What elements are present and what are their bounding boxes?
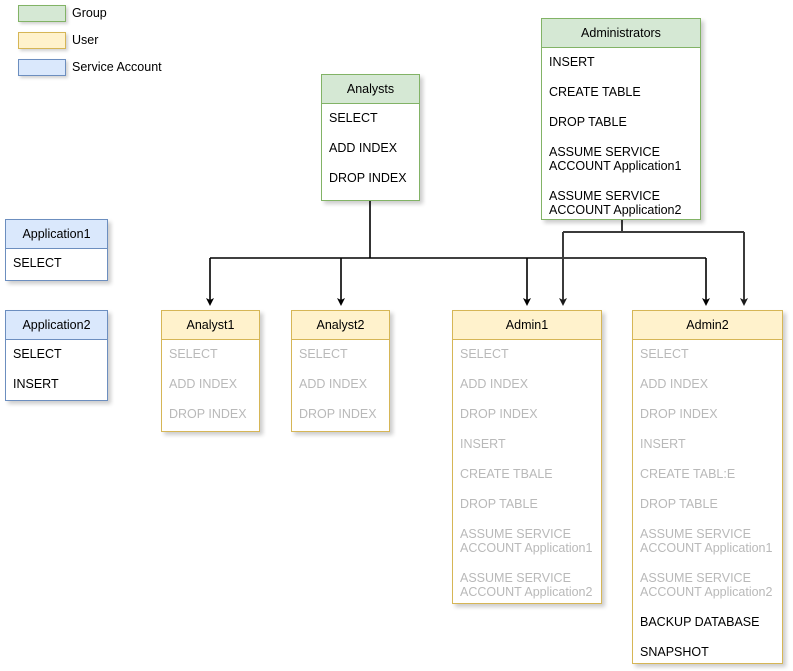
permission-item: SELECT	[13, 256, 62, 270]
permission-item: SELECT	[460, 347, 509, 361]
legend-swatch-group	[18, 5, 66, 22]
permission-item: INSERT	[549, 55, 595, 69]
node-administrators-title: Administrators	[542, 19, 700, 48]
permission-item: INSERT	[460, 437, 506, 451]
node-application2-title: Application2	[6, 311, 107, 340]
node-analyst1[interactable]: Analyst1 SELECT ADD INDEX DROP INDEX	[161, 310, 260, 432]
permission-item: CREATE TBALE	[460, 467, 553, 481]
permission-item: BACKUP DATABASE	[640, 615, 760, 629]
permission-item: DROP INDEX	[329, 171, 407, 185]
permission-item: INSERT	[13, 377, 59, 391]
node-analyst2-permissions: SELECT ADD INDEX DROP INDEX	[292, 340, 389, 431]
permission-item: DROP TABLE	[640, 497, 718, 511]
permission-item: ADD INDEX	[460, 377, 529, 391]
edge-administrators-to-admins	[559, 219, 748, 306]
node-analyst2[interactable]: Analyst2 SELECT ADD INDEX DROP INDEX	[291, 310, 390, 432]
permission-item: INSERT	[640, 437, 686, 451]
node-application1-title: Application1	[6, 220, 107, 249]
permission-item: ASSUME SERVICE ACCOUNT Application2	[549, 189, 682, 217]
legend-swatch-user	[18, 32, 66, 49]
permission-item: SELECT	[169, 347, 218, 361]
permission-item: ADD INDEX	[169, 377, 238, 391]
permission-item: SELECT	[640, 347, 689, 361]
permission-item: CREATE TABLE	[549, 85, 641, 99]
node-application2[interactable]: Application2 SELECT INSERT	[5, 310, 108, 401]
node-analyst1-title: Analyst1	[162, 311, 259, 340]
permission-item: ADD INDEX	[299, 377, 368, 391]
node-administrators[interactable]: Administrators INSERT CREATE TABLE DROP …	[541, 18, 701, 220]
permission-item: SNAPSHOT	[640, 645, 709, 659]
legend-label-user: User	[72, 33, 99, 47]
legend-label-group: Group	[72, 6, 107, 20]
permission-item: DROP TABLE	[549, 115, 627, 129]
permission-item: SELECT	[13, 347, 62, 361]
node-administrators-permissions: INSERT CREATE TABLE DROP TABLE ASSUME SE…	[542, 48, 700, 219]
node-application2-permissions: SELECT INSERT	[6, 340, 107, 400]
permission-item: ASSUME SERVICE ACCOUNT Application2	[460, 571, 593, 599]
permission-item: ASSUME SERVICE ACCOUNT Application1	[640, 527, 773, 555]
permission-item: ADD INDEX	[640, 377, 709, 391]
permission-item: DROP TABLE	[460, 497, 538, 511]
node-admin2-title: Admin2	[633, 311, 782, 340]
node-admin1[interactable]: Admin1 SELECT ADD INDEX DROP INDEX INSER…	[452, 310, 602, 604]
node-admin2[interactable]: Admin2 SELECT ADD INDEX DROP INDEX INSER…	[632, 310, 783, 664]
node-analysts[interactable]: Analysts SELECT ADD INDEX DROP INDEX	[321, 74, 420, 201]
permission-item: ASSUME SERVICE ACCOUNT Application1	[549, 145, 682, 173]
node-analyst2-title: Analyst2	[292, 311, 389, 340]
node-analysts-permissions: SELECT ADD INDEX DROP INDEX	[322, 104, 419, 200]
legend-label-service-account: Service Account	[72, 60, 162, 74]
node-analysts-title: Analysts	[322, 75, 419, 104]
legend-swatch-service-account	[18, 59, 66, 76]
permission-item: DROP INDEX	[169, 407, 247, 421]
permission-item: SELECT	[299, 347, 348, 361]
node-analyst1-permissions: SELECT ADD INDEX DROP INDEX	[162, 340, 259, 431]
permission-item: CREATE TABL:E	[640, 467, 736, 481]
node-admin1-permissions: SELECT ADD INDEX DROP INDEX INSERT CREAT…	[453, 340, 601, 603]
node-admin2-permissions: SELECT ADD INDEX DROP INDEX INSERT CREAT…	[633, 340, 782, 663]
permission-item: DROP INDEX	[460, 407, 538, 421]
permission-item: ASSUME SERVICE ACCOUNT Application2	[640, 571, 773, 599]
permission-item: ADD INDEX	[329, 141, 398, 155]
node-admin1-title: Admin1	[453, 311, 601, 340]
node-application1-permissions: SELECT	[6, 249, 107, 280]
node-application1[interactable]: Application1 SELECT	[5, 219, 108, 281]
permission-item: DROP INDEX	[640, 407, 718, 421]
permission-item: DROP INDEX	[299, 407, 377, 421]
permission-item: SELECT	[329, 111, 378, 125]
permission-item: ASSUME SERVICE ACCOUNT Application1	[460, 527, 593, 555]
